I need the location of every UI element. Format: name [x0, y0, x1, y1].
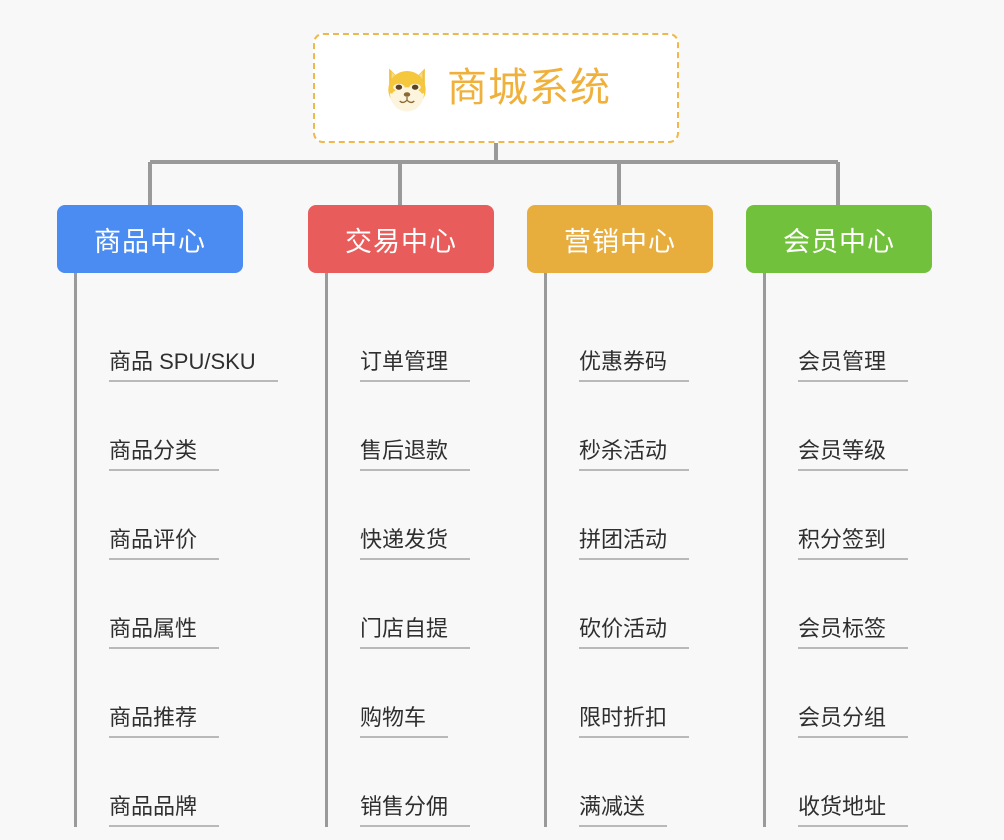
leaf-label: 售后退款 [360, 438, 471, 471]
leaf-label: 收货地址 [798, 794, 909, 827]
leaf-list-4: 会员管理 会员等级 积分签到 会员标签 会员分组 收货地址 [763, 273, 932, 827]
root-title: 商城系统 [447, 66, 611, 110]
list-item[interactable]: 快递发货 [328, 471, 494, 560]
category-label-3: 营销中心 [564, 226, 676, 257]
category-box-3[interactable]: 营销中心 [527, 205, 713, 273]
leaf-label: 订单管理 [360, 349, 471, 382]
list-item[interactable]: 砍价活动 [547, 560, 713, 649]
category-box-1[interactable]: 商品中心 [57, 205, 243, 273]
list-item[interactable]: 商品推荐 [77, 649, 243, 738]
leaf-label: 商品分类 [109, 438, 220, 471]
category-box-2[interactable]: 交易中心 [308, 205, 494, 273]
list-item[interactable]: 积分签到 [766, 471, 932, 560]
shiba-dog-icon [388, 68, 426, 112]
root-node[interactable]: 商城系统 [313, 33, 679, 143]
category-label-4: 会员中心 [783, 226, 895, 257]
leaf-label: 会员分组 [798, 705, 909, 738]
leaf-label: 会员管理 [798, 349, 909, 382]
leaf-list-1: 商品 SPU/SKU 商品分类 商品评价 商品属性 商品推荐 商品品牌 [74, 273, 278, 827]
leaf-label: 购物车 [360, 705, 449, 738]
category-label-1: 商品中心 [94, 226, 206, 257]
list-item[interactable]: 优惠券码 [547, 293, 713, 382]
list-item[interactable]: 会员管理 [766, 293, 932, 382]
leaf-label: 满减送 [579, 794, 668, 827]
leaf-label: 会员等级 [798, 438, 909, 471]
list-item[interactable]: 商品评价 [77, 471, 243, 560]
list-item[interactable]: 拼团活动 [547, 471, 713, 560]
leaf-label: 积分签到 [798, 527, 909, 560]
list-item[interactable]: 订单管理 [328, 293, 494, 382]
leaf-label: 门店自提 [360, 616, 471, 649]
list-item[interactable]: 商品分类 [77, 382, 243, 471]
branch-column-4: 会员中心 会员管理 会员等级 积分签到 会员标签 会员分组 收货地址 [746, 205, 932, 827]
leaf-label: 拼团活动 [579, 527, 690, 560]
list-item[interactable]: 售后退款 [328, 382, 494, 471]
list-item[interactable]: 秒杀活动 [547, 382, 713, 471]
leaf-label: 优惠券码 [579, 349, 690, 382]
leaf-label: 商品品牌 [109, 794, 220, 827]
leaf-label: 销售分佣 [360, 794, 471, 827]
leaf-list-2: 订单管理 售后退款 快递发货 门店自提 购物车 销售分佣 [325, 273, 494, 827]
list-item[interactable]: 销售分佣 [328, 738, 494, 827]
list-item[interactable]: 会员标签 [766, 560, 932, 649]
category-label-2: 交易中心 [345, 226, 457, 257]
leaf-label: 快递发货 [360, 527, 471, 560]
list-item[interactable]: 会员等级 [766, 382, 932, 471]
list-item[interactable]: 商品品牌 [77, 738, 243, 827]
list-item[interactable]: 商品 SPU/SKU [77, 293, 278, 382]
category-box-4[interactable]: 会员中心 [746, 205, 932, 273]
leaf-list-3: 优惠券码 秒杀活动 拼团活动 砍价活动 限时折扣 满减送 [544, 273, 713, 827]
list-item[interactable]: 购物车 [328, 649, 494, 738]
leaf-label: 商品 SPU/SKU [109, 349, 278, 382]
leaf-label: 商品推荐 [109, 705, 220, 738]
list-item[interactable]: 商品属性 [77, 560, 243, 649]
leaf-label: 限时折扣 [579, 705, 690, 738]
leaf-label: 秒杀活动 [579, 438, 690, 471]
list-item[interactable]: 收货地址 [766, 738, 932, 827]
list-item[interactable]: 满减送 [547, 738, 713, 827]
list-item[interactable]: 会员分组 [766, 649, 932, 738]
leaf-label: 商品评价 [109, 527, 220, 560]
leaf-label: 会员标签 [798, 616, 909, 649]
list-item[interactable]: 限时折扣 [547, 649, 713, 738]
branch-column-3: 营销中心 优惠券码 秒杀活动 拼团活动 砍价活动 限时折扣 满减送 [527, 205, 713, 827]
leaf-label: 商品属性 [109, 616, 220, 649]
branch-column-1: 商品中心 商品 SPU/SKU 商品分类 商品评价 商品属性 商品推荐 商品品牌 [57, 205, 278, 827]
list-item[interactable]: 门店自提 [328, 560, 494, 649]
branch-column-2: 交易中心 订单管理 售后退款 快递发货 门店自提 购物车 销售分佣 [308, 205, 494, 827]
leaf-label: 砍价活动 [579, 616, 690, 649]
